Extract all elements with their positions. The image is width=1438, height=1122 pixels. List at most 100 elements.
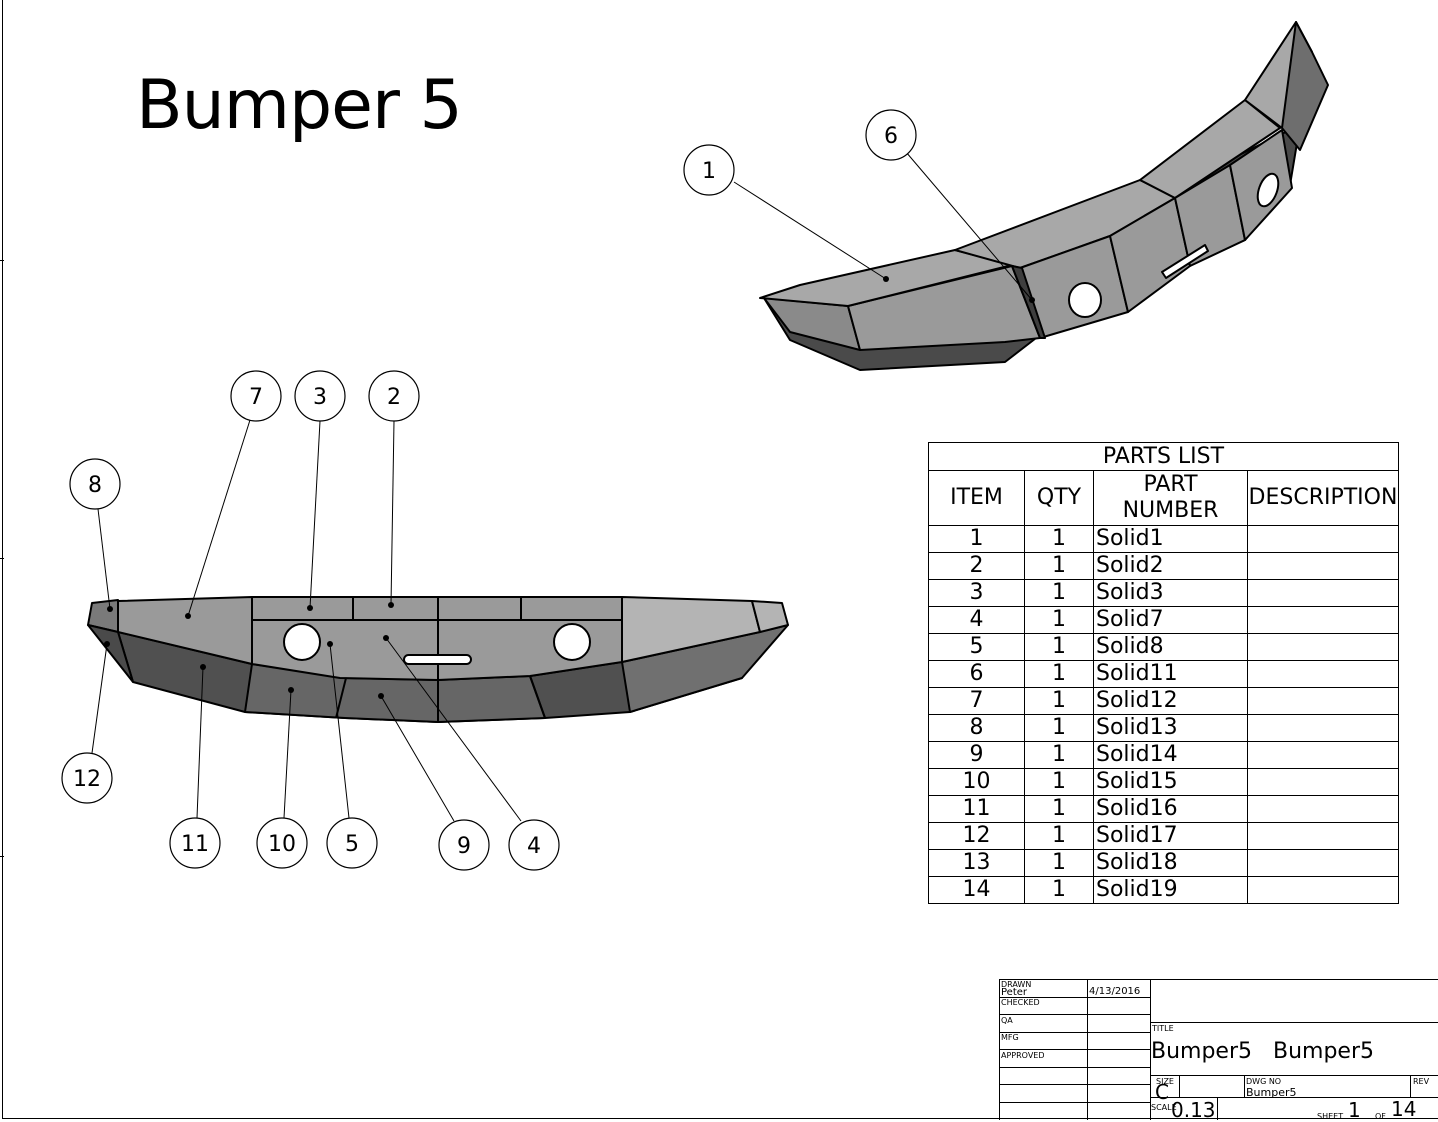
balloon-circle — [294, 370, 346, 422]
leader-dot — [288, 687, 294, 693]
sheet-label: SHEET — [1317, 1112, 1344, 1121]
leader-dot — [883, 276, 889, 282]
balloon-8: 8 — [69, 458, 121, 510]
parts-list-cell-desc — [1247, 552, 1399, 580]
parts-list-cell-desc — [1247, 795, 1399, 823]
border-tick — [0, 558, 4, 559]
balloon-circle — [169, 817, 221, 869]
parts-list-cell-desc — [1247, 876, 1399, 904]
front-slot-hole — [403, 654, 472, 665]
title-label: TITLE — [1152, 1024, 1174, 1033]
drawn-label: DRAWN — [1001, 980, 1032, 989]
leader-dot — [383, 635, 389, 641]
leader-dot — [107, 606, 113, 612]
parts-list-cell-qty: 1 — [1024, 714, 1094, 742]
balloon-circle — [326, 817, 378, 869]
balloon-3: 3 — [294, 370, 346, 422]
leader-11 — [196, 666, 204, 819]
parts-list-cell-qty: 1 — [1024, 606, 1094, 634]
parts-list-cell-part: Solid13 — [1093, 714, 1248, 742]
size-value: C — [1155, 1080, 1169, 1104]
parts-list-cell-item: 12 — [928, 822, 1025, 850]
drawn-by: Peter — [1001, 987, 1028, 998]
balloon-2: 2 — [368, 370, 420, 422]
parts-list-cell-part: Solid8 — [1093, 633, 1248, 661]
parts-list-cell-item: 9 — [928, 741, 1025, 769]
parts-list-cell-qty: 1 — [1024, 849, 1094, 877]
leader-dot — [378, 693, 384, 699]
parts-list-cell-desc — [1247, 525, 1399, 553]
parts-list-cell-item: 3 — [928, 579, 1025, 607]
iso-right-center-top — [1139, 99, 1281, 199]
parts-list-header-description: DESCRIPTION — [1247, 470, 1399, 526]
sheet-value: 1 — [1348, 1098, 1361, 1122]
balloon-7: 7 — [230, 370, 282, 422]
balloon-circle — [69, 458, 121, 510]
parts-list-cell-qty: 1 — [1024, 795, 1094, 823]
leader-dot — [200, 664, 206, 670]
iso-round-hole — [1068, 282, 1102, 318]
front-round-hole — [553, 623, 591, 661]
parts-list-cell-part: Solid12 — [1093, 687, 1248, 715]
of-value: 14 — [1391, 1097, 1417, 1121]
parts-list-cell-desc — [1247, 606, 1399, 634]
balloon-label: 5 — [345, 832, 359, 857]
front-right-cap — [751, 600, 789, 633]
border-tick — [0, 856, 4, 857]
parts-list-cell-item: 2 — [928, 552, 1025, 580]
leader-5 — [329, 643, 350, 819]
parts-list-header-item: ITEM — [928, 470, 1025, 526]
leader-7 — [187, 419, 251, 617]
balloon-circle — [368, 370, 420, 422]
parts-list-cell-qty: 1 — [1024, 579, 1094, 607]
balloon-12: 12 — [61, 752, 113, 804]
leader-dot — [104, 641, 110, 647]
iso-slot-hole — [1161, 244, 1209, 279]
parts-list-cell-desc — [1247, 768, 1399, 796]
balloon-11: 11 — [169, 817, 221, 869]
balloon-10: 10 — [256, 817, 308, 869]
balloon-circle — [683, 144, 735, 196]
parts-list-cell-item: 5 — [928, 633, 1025, 661]
dwg-no-value: Bumper5 — [1246, 1086, 1297, 1099]
balloon-circle — [438, 819, 490, 871]
mfg-label: MFG — [1001, 1033, 1019, 1042]
parts-list-cell-part: Solid16 — [1093, 795, 1248, 823]
balloon-circle — [61, 752, 113, 804]
front-left-cap-lower — [87, 624, 134, 683]
balloon-label: 1 — [702, 159, 716, 184]
balloon-label: 11 — [181, 832, 209, 857]
leader-dot — [388, 602, 394, 608]
leader-2 — [390, 420, 395, 606]
balloon-5: 5 — [326, 817, 378, 869]
leader-dot — [307, 605, 313, 611]
parts-list-cell-item: 11 — [928, 795, 1025, 823]
parts-list-cell-qty: 1 — [1024, 552, 1094, 580]
front-round-hole — [283, 623, 321, 661]
parts-list-cell-qty: 1 — [1024, 822, 1094, 850]
balloon-label: 10 — [268, 832, 296, 857]
parts-list-cell-part: Solid15 — [1093, 768, 1248, 796]
iso-edge-piece — [1011, 265, 1046, 339]
parts-list-cell-qty: 1 — [1024, 660, 1094, 688]
parts-list-cell-item: 7 — [928, 687, 1025, 715]
parts-list-cell-part: Solid17 — [1093, 822, 1248, 850]
parts-list-cell-part: Solid11 — [1093, 660, 1248, 688]
title-block: DRAWN Peter 4/13/2016 CHECKED QA MFG APP… — [999, 979, 1438, 1122]
parts-list-header-part: PART NUMBER — [1093, 470, 1248, 526]
balloon-label: 9 — [457, 834, 471, 859]
parts-list-cell-part: Solid7 — [1093, 606, 1248, 634]
leader-3 — [309, 420, 321, 609]
